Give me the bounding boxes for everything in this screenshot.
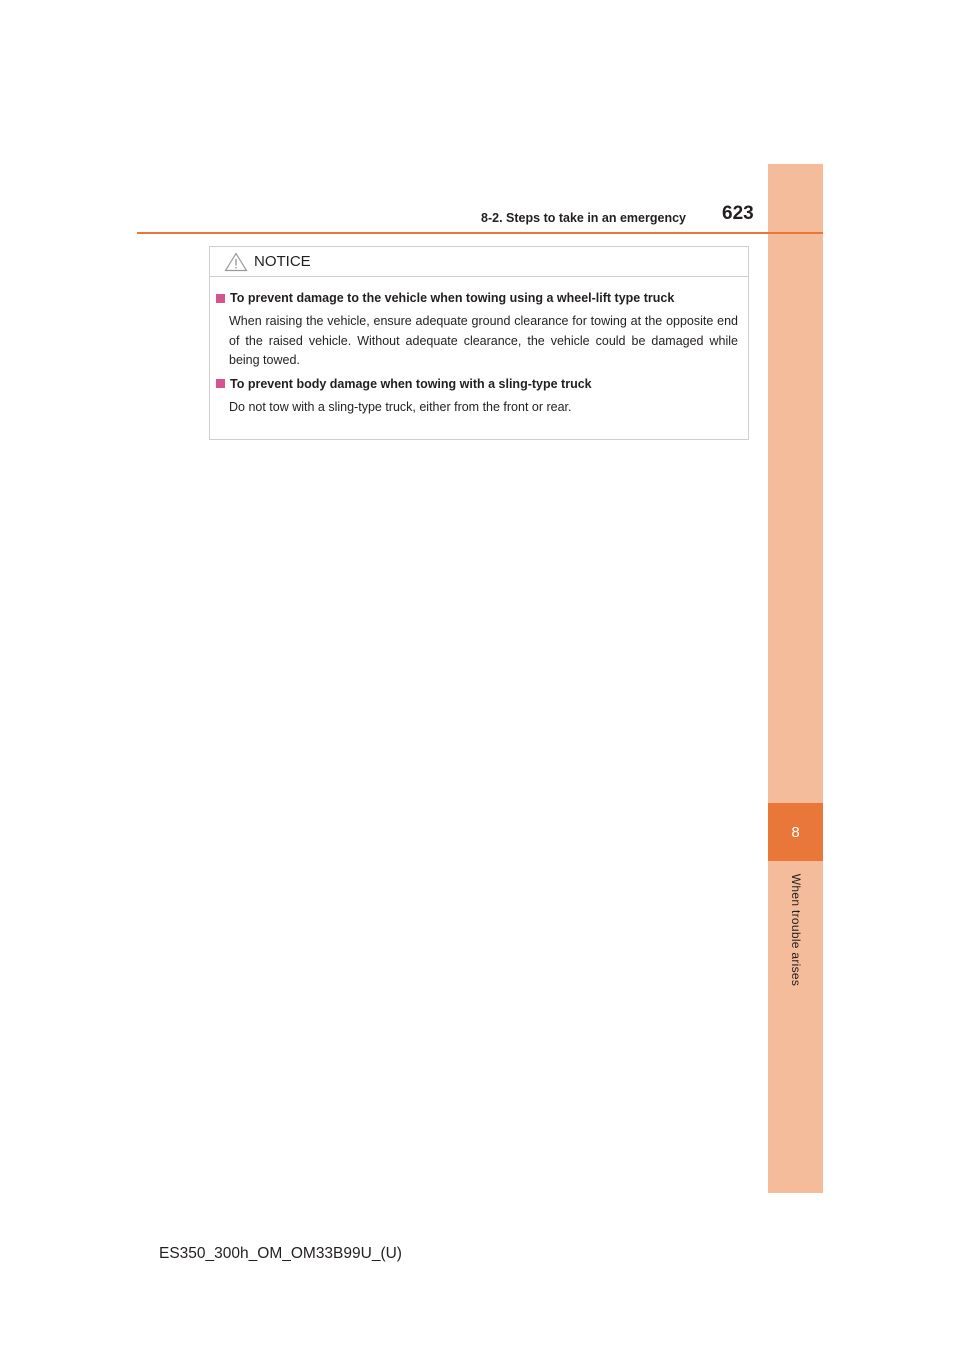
chapter-number: 8 (791, 823, 800, 841)
warning-triangle-icon (224, 251, 248, 271)
notice-item-title: To prevent body damage when towing with … (216, 377, 738, 391)
notice-item-title-text: To prevent body damage when towing with … (230, 376, 592, 391)
notice-body: To prevent damage to the vehicle when to… (210, 277, 748, 417)
side-chapter-tab (768, 164, 823, 1193)
header-rule (137, 232, 823, 234)
notice-item-text: Do not tow with a sling-type truck, eith… (229, 399, 572, 414)
notice-box: NOTICE To prevent damage to the vehicle … (209, 246, 749, 440)
notice-item-title-text: To prevent damage to the vehicle when to… (230, 291, 675, 305)
square-bullet-icon (216, 379, 225, 388)
section-title: 8-2. Steps to take in an emergency (481, 211, 686, 225)
notice-header: NOTICE (210, 247, 748, 277)
chapter-title: When trouble arises (789, 873, 803, 987)
notice-item-title: To prevent damage to the vehicle when to… (216, 291, 738, 305)
document-code: ES350_300h_OM_OM33B99U_(U) (159, 1245, 402, 1262)
page-number: 623 (722, 203, 754, 224)
notice-item-text: When raising the vehicle, ensure adequat… (229, 314, 738, 367)
chapter-number-box: 8 (768, 803, 823, 861)
square-bullet-icon (216, 293, 225, 303)
notice-label: NOTICE (254, 253, 311, 270)
